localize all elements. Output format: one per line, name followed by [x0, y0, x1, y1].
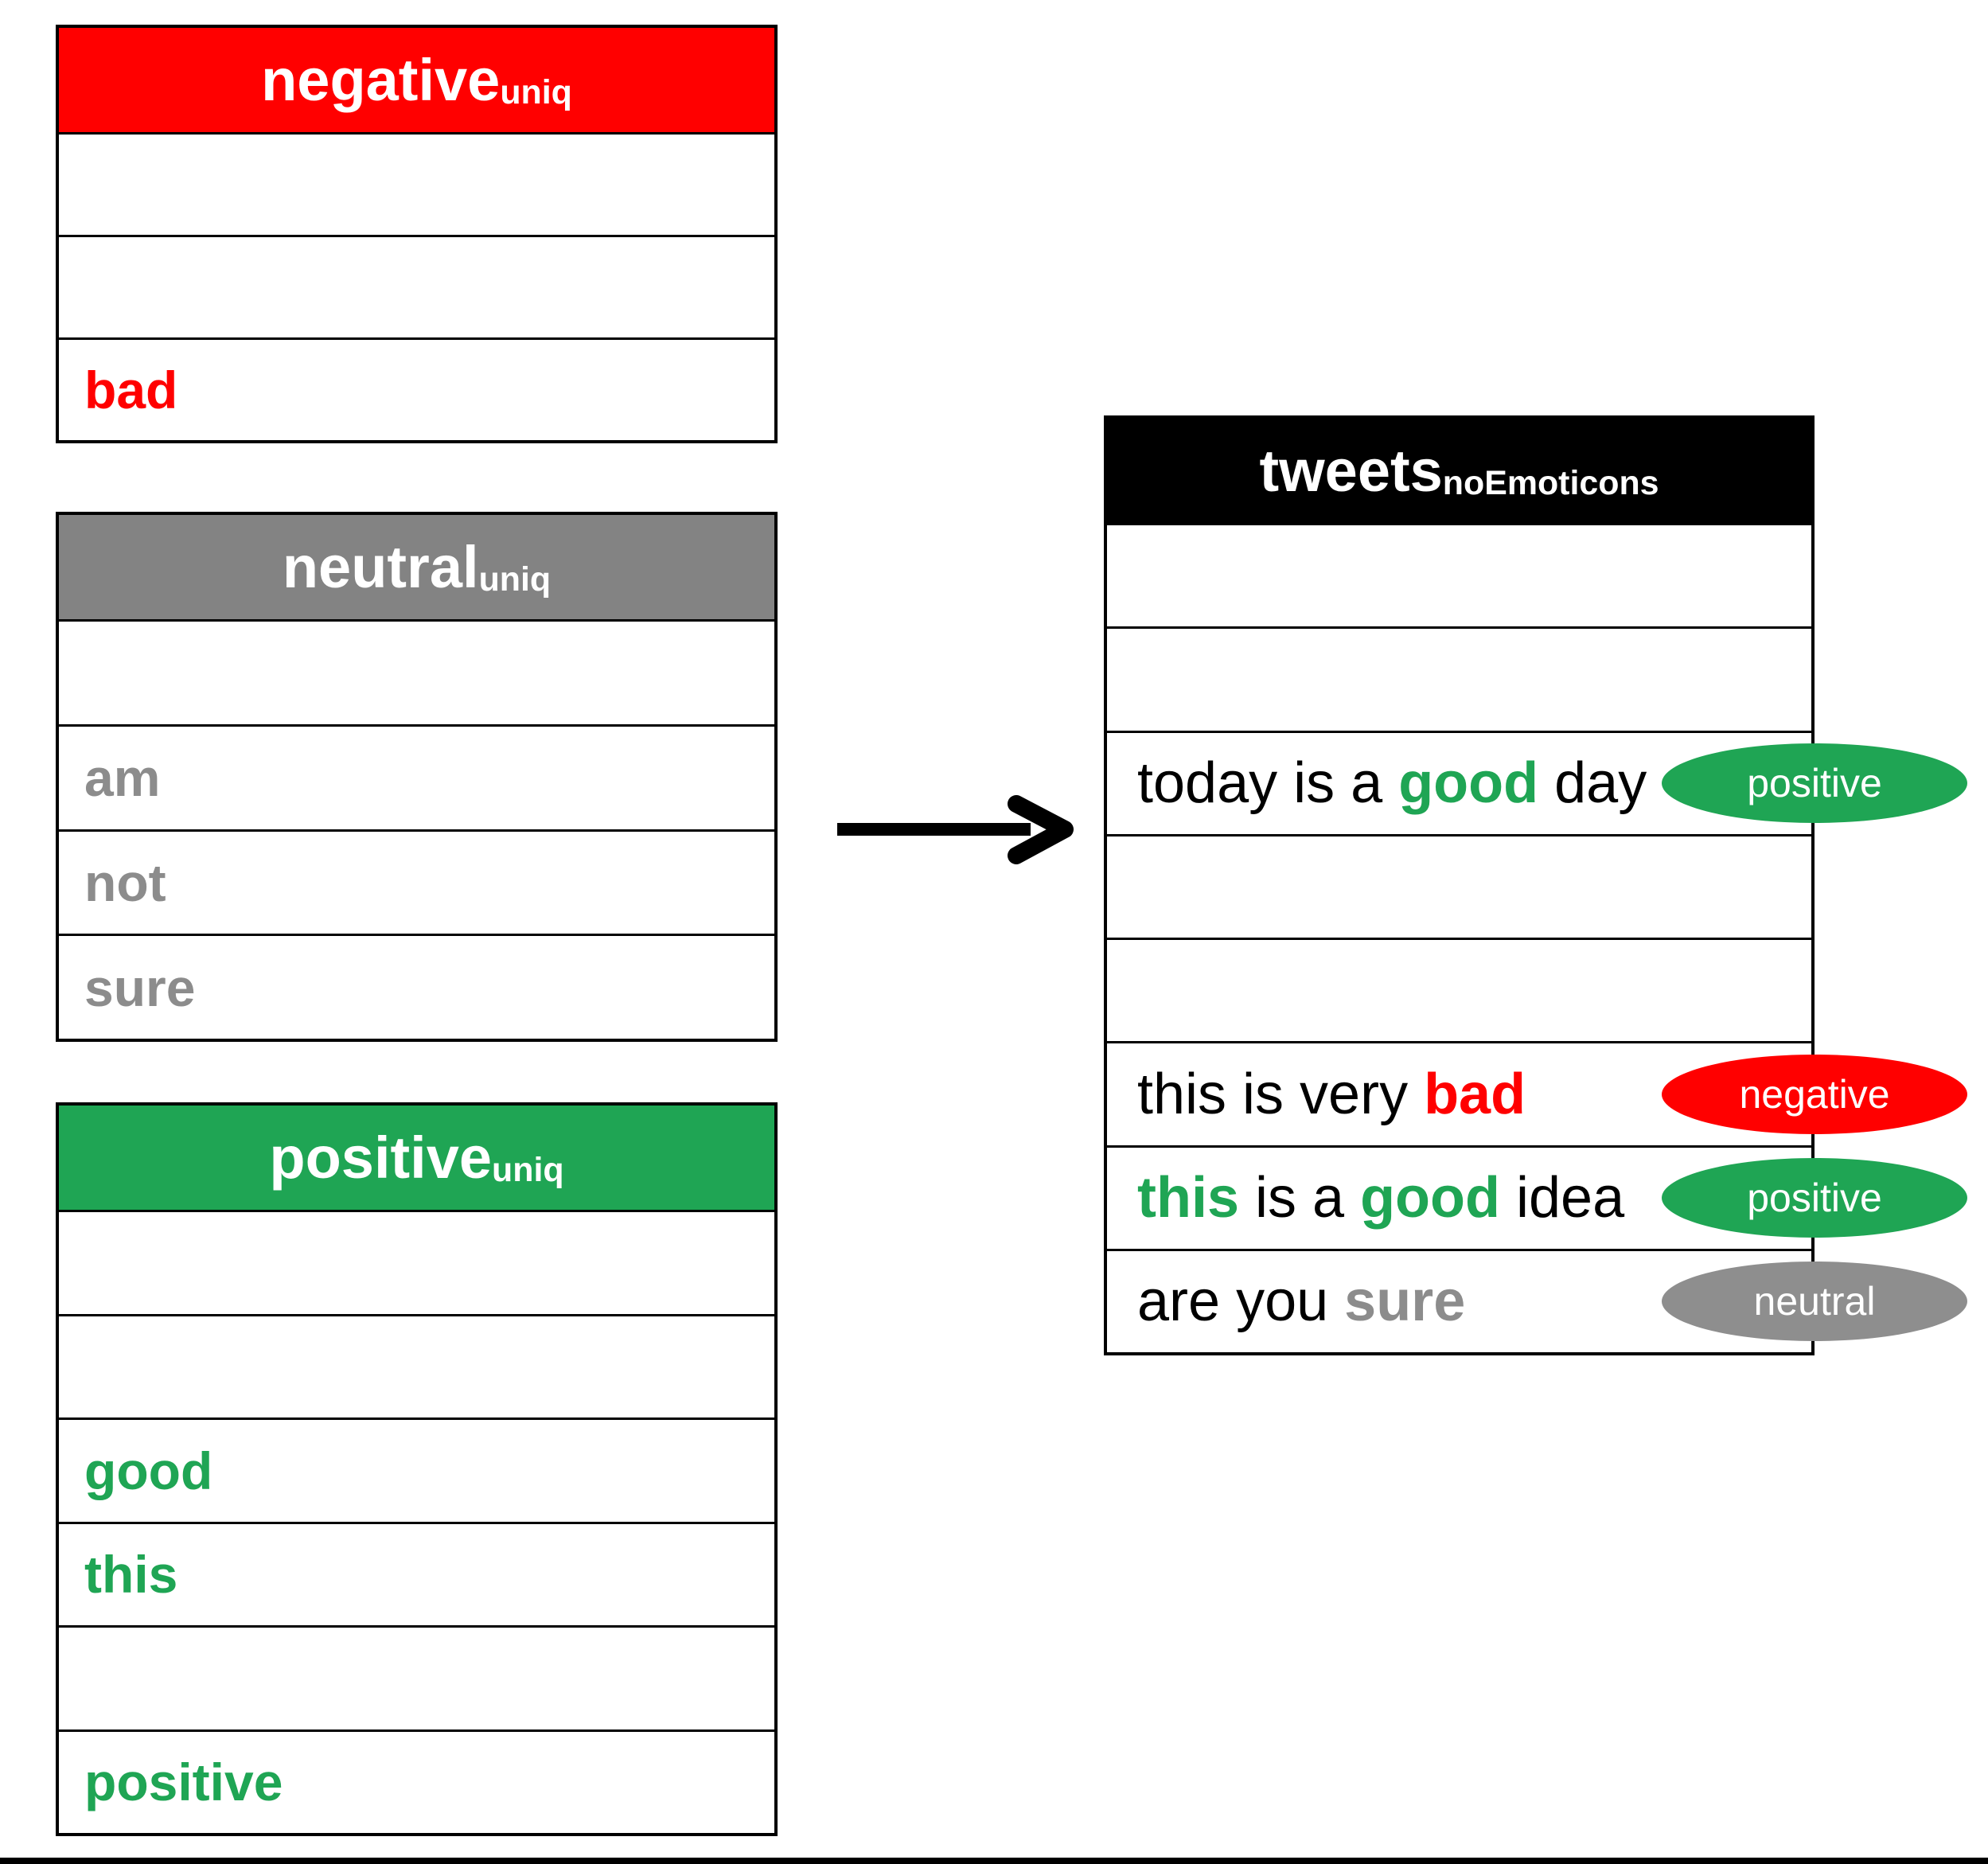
table-title-subscript: noEmoticons: [1442, 464, 1659, 503]
word-cell-bad: bad: [59, 337, 774, 440]
neutral-table-rows: am not sure: [59, 619, 774, 1039]
word-cell-not: not: [59, 829, 774, 934]
word-cell-am: am: [59, 723, 774, 829]
sentiment-badge-positive: positive: [1662, 743, 1967, 824]
table-title-subscript: uniq: [492, 1151, 564, 1190]
table-title: positive: [269, 1124, 493, 1191]
arrow-right-icon: [837, 795, 1074, 864]
empty-cell: [59, 1210, 774, 1314]
sentiment-word-positive: good: [1398, 751, 1539, 816]
tweet-text: this is very bad: [1137, 1066, 1526, 1123]
empty-cell: [59, 235, 774, 337]
table-title: neutral: [282, 533, 479, 600]
tweet-text: today is a good day: [1137, 755, 1647, 812]
word-cell-good: good: [59, 1417, 774, 1522]
tweet-word: this is very: [1137, 1062, 1425, 1126]
word-label: not: [84, 852, 166, 912]
sentiment-badge-negative: negative: [1662, 1054, 1967, 1134]
table-title-subscript: uniq: [500, 73, 572, 112]
sentiment-badge-neutral: neutral: [1662, 1262, 1967, 1342]
word-label: positive: [84, 1753, 283, 1812]
tweet-row: are you sure neutral: [1107, 1248, 1967, 1352]
tweet-word: is a: [1239, 1166, 1361, 1230]
negative-table-rows: bad: [59, 132, 774, 440]
tweet-word: idea: [1500, 1166, 1625, 1230]
table-title-subscript: uniq: [478, 560, 552, 599]
empty-cell: [59, 1625, 774, 1729]
tweet-text: this is a good idea: [1137, 1169, 1624, 1226]
word-label: this: [84, 1545, 178, 1605]
word-label: bad: [84, 361, 178, 419]
word-label: am: [84, 748, 161, 808]
empty-tweet-row: [1107, 833, 1811, 938]
empty-cell: [59, 1313, 774, 1418]
word-cell-positive: positive: [59, 1729, 774, 1834]
tweet-row: this is a good idea positive: [1107, 1145, 1967, 1249]
empty-tweet-row: [1107, 523, 1811, 626]
table-title: tweets: [1259, 437, 1443, 504]
tweet-row: this is very bad negative: [1107, 1041, 1967, 1145]
tweet-word: today is a: [1137, 751, 1399, 816]
tweet-text: are you sure: [1137, 1273, 1465, 1330]
sentiment-word-positive: this: [1137, 1166, 1240, 1230]
empty-cell: [59, 619, 774, 724]
word-label: good: [84, 1441, 213, 1500]
positive-table-rows: good this positive: [59, 1210, 774, 1833]
sentiment-word-negative: bad: [1424, 1062, 1526, 1126]
word-cell-this: this: [59, 1521, 774, 1626]
table-title: negative: [261, 46, 501, 113]
word-cell-sure: sure: [59, 934, 774, 1039]
empty-cell: [59, 132, 774, 235]
sentiment-word-positive: good: [1360, 1166, 1500, 1230]
tweet-word: are you: [1137, 1269, 1345, 1334]
sentiment-word-neutral: sure: [1344, 1269, 1466, 1334]
empty-tweet-row: [1107, 938, 1811, 1041]
tweet-word: day: [1538, 751, 1647, 816]
bottom-divider: [0, 1858, 1988, 1864]
word-label: sure: [84, 957, 196, 1017]
sentiment-badge-positive: positive: [1662, 1158, 1967, 1238]
empty-tweet-row: [1107, 626, 1811, 730]
